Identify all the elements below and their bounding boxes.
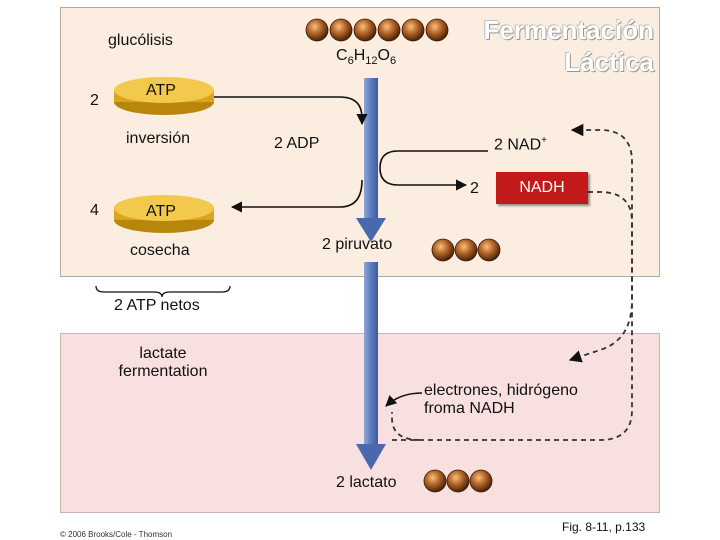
harvest-atp-count: 4 (90, 202, 99, 219)
lactate-molecule (423, 469, 493, 493)
bead (377, 18, 401, 42)
net-atp-label: 2 ATP netos (114, 297, 200, 314)
lactate-label: 2 lactato (336, 474, 397, 491)
investment-arrow (214, 96, 368, 126)
title-line-1: Fermentación (483, 15, 655, 45)
pyruvate-molecule (431, 238, 501, 262)
nad-reduction-arrow (379, 150, 488, 191)
title-line-2: Láctica (564, 47, 654, 77)
pyruvate-label: 2 piruvato (322, 236, 393, 253)
fermentation-panel (60, 333, 660, 513)
nadh-count: 2 (470, 180, 479, 197)
electrons-arrow (385, 392, 423, 407)
figure-reference: Fig. 8-11, p.133 (562, 520, 646, 534)
harvest-label: cosecha (130, 242, 190, 259)
bead (469, 469, 493, 493)
investment-atp-count: 2 (90, 92, 99, 109)
bead (401, 18, 425, 42)
nadh-box: NADH (496, 172, 588, 204)
glucose-molecule (305, 18, 449, 42)
nad-plus-label: 2 NAD+ (494, 135, 547, 154)
atp-investment-disc (114, 77, 214, 115)
bead (454, 238, 478, 262)
adp-label: 2 ADP (274, 135, 320, 152)
bead (431, 238, 455, 262)
net-atp-brace (95, 285, 231, 298)
main-pathway-arrow (356, 78, 386, 470)
copyright-text: © 2006 Brooks/Cole - Thomson (60, 530, 173, 539)
glycolysis-label: glucólisis (108, 32, 173, 49)
harvest-arrow (230, 179, 363, 213)
bead (329, 18, 353, 42)
atp-harvest-label: ATP (146, 203, 176, 220)
diagram-title: Fermentación Láctica (440, 14, 655, 78)
nad-regeneration-dashed-arrow (391, 130, 633, 441)
investment-label: inversión (126, 130, 191, 147)
glucose-formula: C6H12O6 (336, 47, 397, 68)
lactate-fermentation-label: lactate fermentation (118, 345, 208, 380)
bead (353, 18, 377, 42)
bead (305, 18, 329, 42)
bead (425, 18, 449, 42)
nadh-to-lactate-dashed-arrow (568, 191, 633, 363)
bead (423, 469, 447, 493)
atp-investment-label: ATP (146, 82, 176, 99)
electrons-label: electrones, hidrógeno froma NADH (424, 382, 578, 417)
atp-harvest-disc (114, 195, 214, 233)
bead (446, 469, 470, 493)
bead (477, 238, 501, 262)
